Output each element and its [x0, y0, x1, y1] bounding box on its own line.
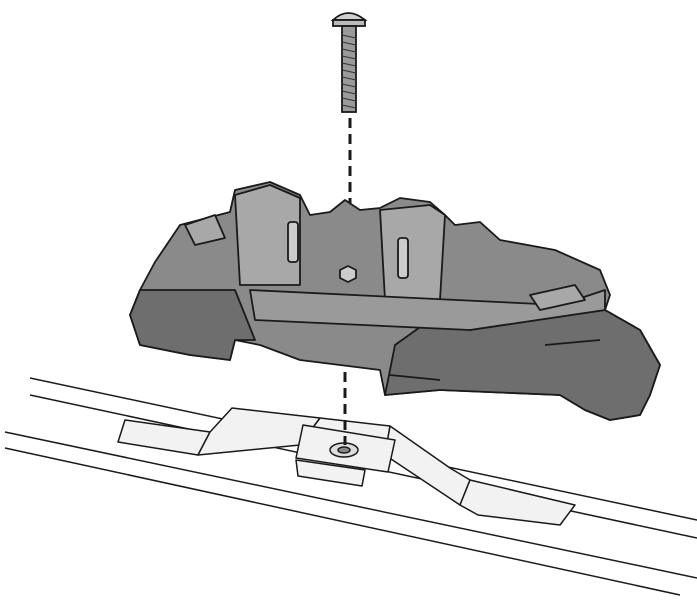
bolt-icon	[330, 12, 368, 113]
foot-icon	[129, 181, 661, 421]
alignment-dashes	[343, 118, 352, 445]
